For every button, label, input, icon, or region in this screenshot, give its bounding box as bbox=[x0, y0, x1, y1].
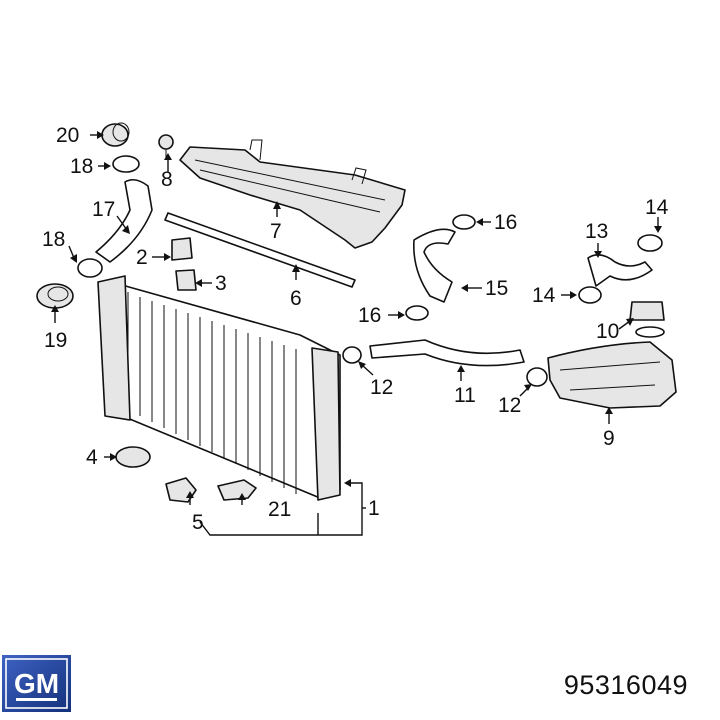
radiator-1 bbox=[97, 275, 341, 501]
callout-12: 12 bbox=[498, 394, 521, 417]
connector-20 bbox=[101, 122, 130, 147]
clamp-12-right bbox=[526, 367, 548, 387]
callout-3: 3 bbox=[215, 272, 227, 295]
callout-18: 18 bbox=[42, 228, 65, 251]
fitting-5 bbox=[165, 477, 197, 503]
part-number: 95316049 bbox=[563, 670, 688, 700]
callout-13: 13 bbox=[585, 220, 608, 243]
hose-11 bbox=[369, 339, 525, 367]
callout-10: 10 bbox=[596, 320, 619, 343]
callout-5: 5 bbox=[192, 511, 204, 534]
reservoir-9 bbox=[547, 341, 677, 409]
insulator-3 bbox=[175, 269, 197, 291]
outlet-19 bbox=[36, 283, 74, 309]
clamp-16-top bbox=[452, 214, 476, 230]
callout-21: 21 bbox=[268, 498, 291, 521]
clamp-14-top bbox=[637, 234, 663, 252]
callout-9: 9 bbox=[603, 427, 615, 450]
callout-16: 16 bbox=[358, 304, 381, 327]
gm-logo-text: GM bbox=[14, 668, 59, 699]
callout-6: 6 bbox=[290, 287, 302, 310]
callout-16: 16 bbox=[494, 211, 517, 234]
gm-logo: GM bbox=[2, 655, 71, 712]
hose-15 bbox=[413, 228, 456, 303]
callout-7: 7 bbox=[270, 220, 282, 243]
sensor-21 bbox=[217, 479, 257, 501]
leader-lines bbox=[51, 131, 662, 536]
callout-14: 14 bbox=[532, 284, 556, 307]
bracket-2 bbox=[171, 237, 193, 261]
callout-20: 20 bbox=[56, 124, 79, 147]
callout-2: 2 bbox=[136, 246, 148, 269]
clamp-14-bottom bbox=[578, 286, 602, 304]
cap-10 bbox=[629, 301, 665, 338]
callout-18: 18 bbox=[70, 155, 93, 178]
seal-strip-6 bbox=[164, 212, 356, 288]
inlet-clamp-12-top bbox=[342, 346, 362, 364]
callout-11: 11 bbox=[454, 384, 476, 407]
inlet-hose-17 bbox=[95, 178, 153, 263]
callout-15: 15 bbox=[485, 277, 508, 300]
callout-14: 14 bbox=[645, 196, 669, 219]
callout-12: 12 bbox=[370, 376, 393, 399]
upper-baffle-7 bbox=[179, 139, 406, 249]
callout-1: 1 bbox=[368, 497, 380, 520]
hose-13 bbox=[587, 254, 653, 287]
clamp-18-top bbox=[112, 155, 140, 173]
clip-8 bbox=[158, 134, 174, 160]
clamp-16-bottom bbox=[405, 305, 429, 321]
callout-19: 19 bbox=[44, 329, 67, 352]
callout-4: 4 bbox=[86, 446, 98, 469]
clamp-18-left bbox=[77, 258, 103, 278]
drain-plug-4 bbox=[115, 446, 151, 468]
callout-8: 8 bbox=[161, 168, 173, 191]
callout-17: 17 bbox=[92, 198, 115, 221]
